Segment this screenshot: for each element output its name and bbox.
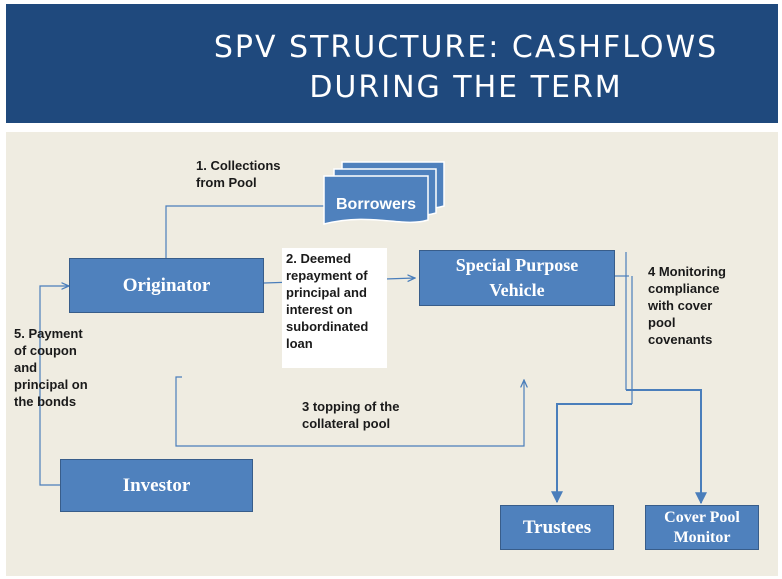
- borrowers-label: Borrowers: [336, 196, 416, 213]
- spv-label-line1: Special Purpose: [455, 255, 579, 275]
- connector-to-trustees: [551, 403, 632, 504]
- slide-title: SPV STRUCTURE: CASHFLOWS DURING THE TERM: [186, 28, 746, 108]
- step4-label: 4 Monitoring compliance with cover pool …: [648, 264, 726, 347]
- originator-label: Originator: [122, 274, 211, 296]
- spv-box: Special Purpose Vehicle: [419, 250, 615, 306]
- investor-box: Investor: [60, 459, 253, 512]
- spv-label-line2: Vehicle: [489, 280, 545, 300]
- trustees-label: Trustees: [522, 516, 592, 538]
- title-line-1: SPV STRUCTURE: CASHFLOWS: [213, 30, 719, 65]
- investor-label: Investor: [122, 474, 191, 496]
- connector-topping: [175, 376, 524, 447]
- cover-pool-monitor-box: Cover Pool Monitor: [645, 505, 759, 550]
- monitor-label-line2: Monitor: [673, 528, 731, 546]
- originator-box: Originator: [69, 258, 264, 313]
- step3-label: 3 topping of the collateral pool: [302, 399, 400, 431]
- step2-label: 2. Deemed repayment of principal and int…: [282, 248, 387, 368]
- borrowers-node: Borrowers: [323, 161, 445, 225]
- connector-payment: [39, 286, 69, 486]
- title-line-2: DURING THE TERM: [309, 70, 623, 105]
- connector-collections: [165, 205, 330, 258]
- connector-to-monitor: [626, 389, 707, 505]
- title-banner: SPV STRUCTURE: CASHFLOWS DURING THE TERM: [6, 4, 778, 123]
- step1-label: 1. Collections from Pool: [196, 158, 281, 190]
- trustees-box: Trustees: [500, 505, 614, 550]
- monitor-label-line1: Cover Pool: [664, 508, 740, 526]
- step5-label: 5. Payment of coupon and principal on th…: [14, 326, 88, 409]
